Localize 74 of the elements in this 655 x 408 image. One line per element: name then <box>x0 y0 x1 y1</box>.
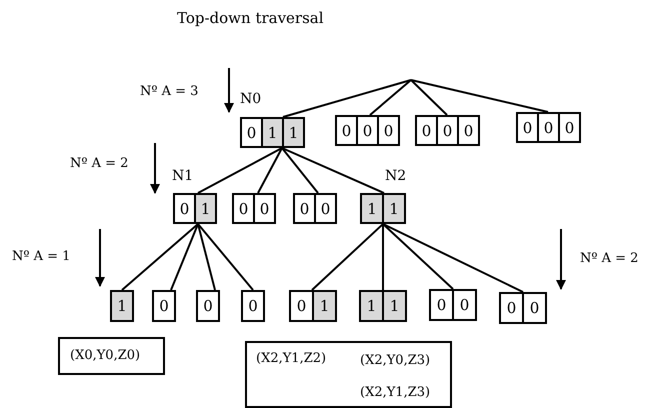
bit-cell: 1 <box>194 193 217 224</box>
tree-edge <box>369 79 412 116</box>
bit-cell: 0 <box>452 289 477 321</box>
bit-cell: 1 <box>382 193 406 224</box>
bit-cell: 0 <box>457 115 480 146</box>
bit-cell: 0 <box>537 112 560 143</box>
bit-cell: 1 <box>360 193 384 224</box>
bit-array <box>415 115 478 146</box>
bit-cell: 0 <box>240 117 263 148</box>
bit-cell: 0 <box>558 112 581 143</box>
bit-array <box>289 290 335 322</box>
bit-cell: 0 <box>253 193 276 224</box>
tree-edge <box>311 223 384 291</box>
bit-cell: 0 <box>429 289 454 321</box>
bit-array <box>335 115 398 146</box>
tree-edge <box>410 79 448 116</box>
bit-cell: 1 <box>382 290 407 322</box>
bit-cell: 0 <box>314 193 337 224</box>
coordinate-text: (X2,Y0,Z3) <box>360 353 430 368</box>
tree-edge <box>170 224 199 290</box>
tree-edge <box>282 147 384 194</box>
bit-cell: 0 <box>516 112 539 143</box>
bit-array <box>516 112 579 143</box>
tree-edge <box>410 79 548 113</box>
level-label: Nº A = 3 <box>140 84 198 99</box>
coordinate-box <box>245 341 452 408</box>
bit-cell: 0 <box>522 292 547 324</box>
bit-cell: 0 <box>436 115 459 146</box>
bit-array <box>429 289 475 321</box>
bit-cell: 0 <box>356 115 379 146</box>
bit-array <box>232 193 274 224</box>
bit-cell: 0 <box>293 193 316 224</box>
bit-cell: 0 <box>232 193 255 224</box>
tree-edge <box>382 223 524 293</box>
tree-edge <box>257 148 283 194</box>
level-label: Nº A = 1 <box>12 249 70 264</box>
title: Top-down traversal <box>177 9 324 27</box>
tree-edge <box>382 223 454 290</box>
bit-array <box>360 193 404 224</box>
bit-array <box>499 292 545 324</box>
bit-array <box>173 193 215 224</box>
bit-cell: 0 <box>377 115 400 146</box>
bit-cell: 0 <box>499 292 524 324</box>
coordinate-text: (X2,Y1,Z2) <box>256 351 326 366</box>
bit-cell: 1 <box>110 290 134 322</box>
tree-edge <box>197 223 254 291</box>
bit-cell: 0 <box>173 193 196 224</box>
bit-cell: 0 <box>415 115 438 146</box>
tree-edge <box>198 147 282 194</box>
coordinate-box <box>58 337 165 375</box>
bit-cell: 1 <box>261 117 284 148</box>
node-label: N2 <box>385 168 406 184</box>
bit-cell: 1 <box>359 290 384 322</box>
coordinate-text: (X0,Y0,Z0) <box>70 348 140 363</box>
bit-cell: 0 <box>152 290 176 322</box>
bit-cell: 0 <box>196 290 220 322</box>
tree-edge <box>197 224 216 290</box>
bit-array <box>359 290 405 322</box>
tree-edge <box>281 147 319 194</box>
bit-cell: 0 <box>335 115 358 146</box>
node-label: N0 <box>240 91 262 107</box>
bit-cell: 1 <box>282 117 305 148</box>
level-label: Nº A = 2 <box>580 251 638 266</box>
tree-edge <box>121 223 199 291</box>
node-label: N1 <box>172 168 194 184</box>
tree-edge <box>382 224 384 290</box>
bit-array <box>293 193 335 224</box>
bit-cell: 0 <box>289 290 314 322</box>
tree-edge <box>282 79 412 118</box>
coordinate-text: (X2,Y1,Z3) <box>360 385 430 400</box>
level-label: Nº A = 2 <box>70 156 128 171</box>
bit-cell: 1 <box>312 290 337 322</box>
bit-array <box>240 117 303 148</box>
bit-cell: 0 <box>241 290 265 322</box>
